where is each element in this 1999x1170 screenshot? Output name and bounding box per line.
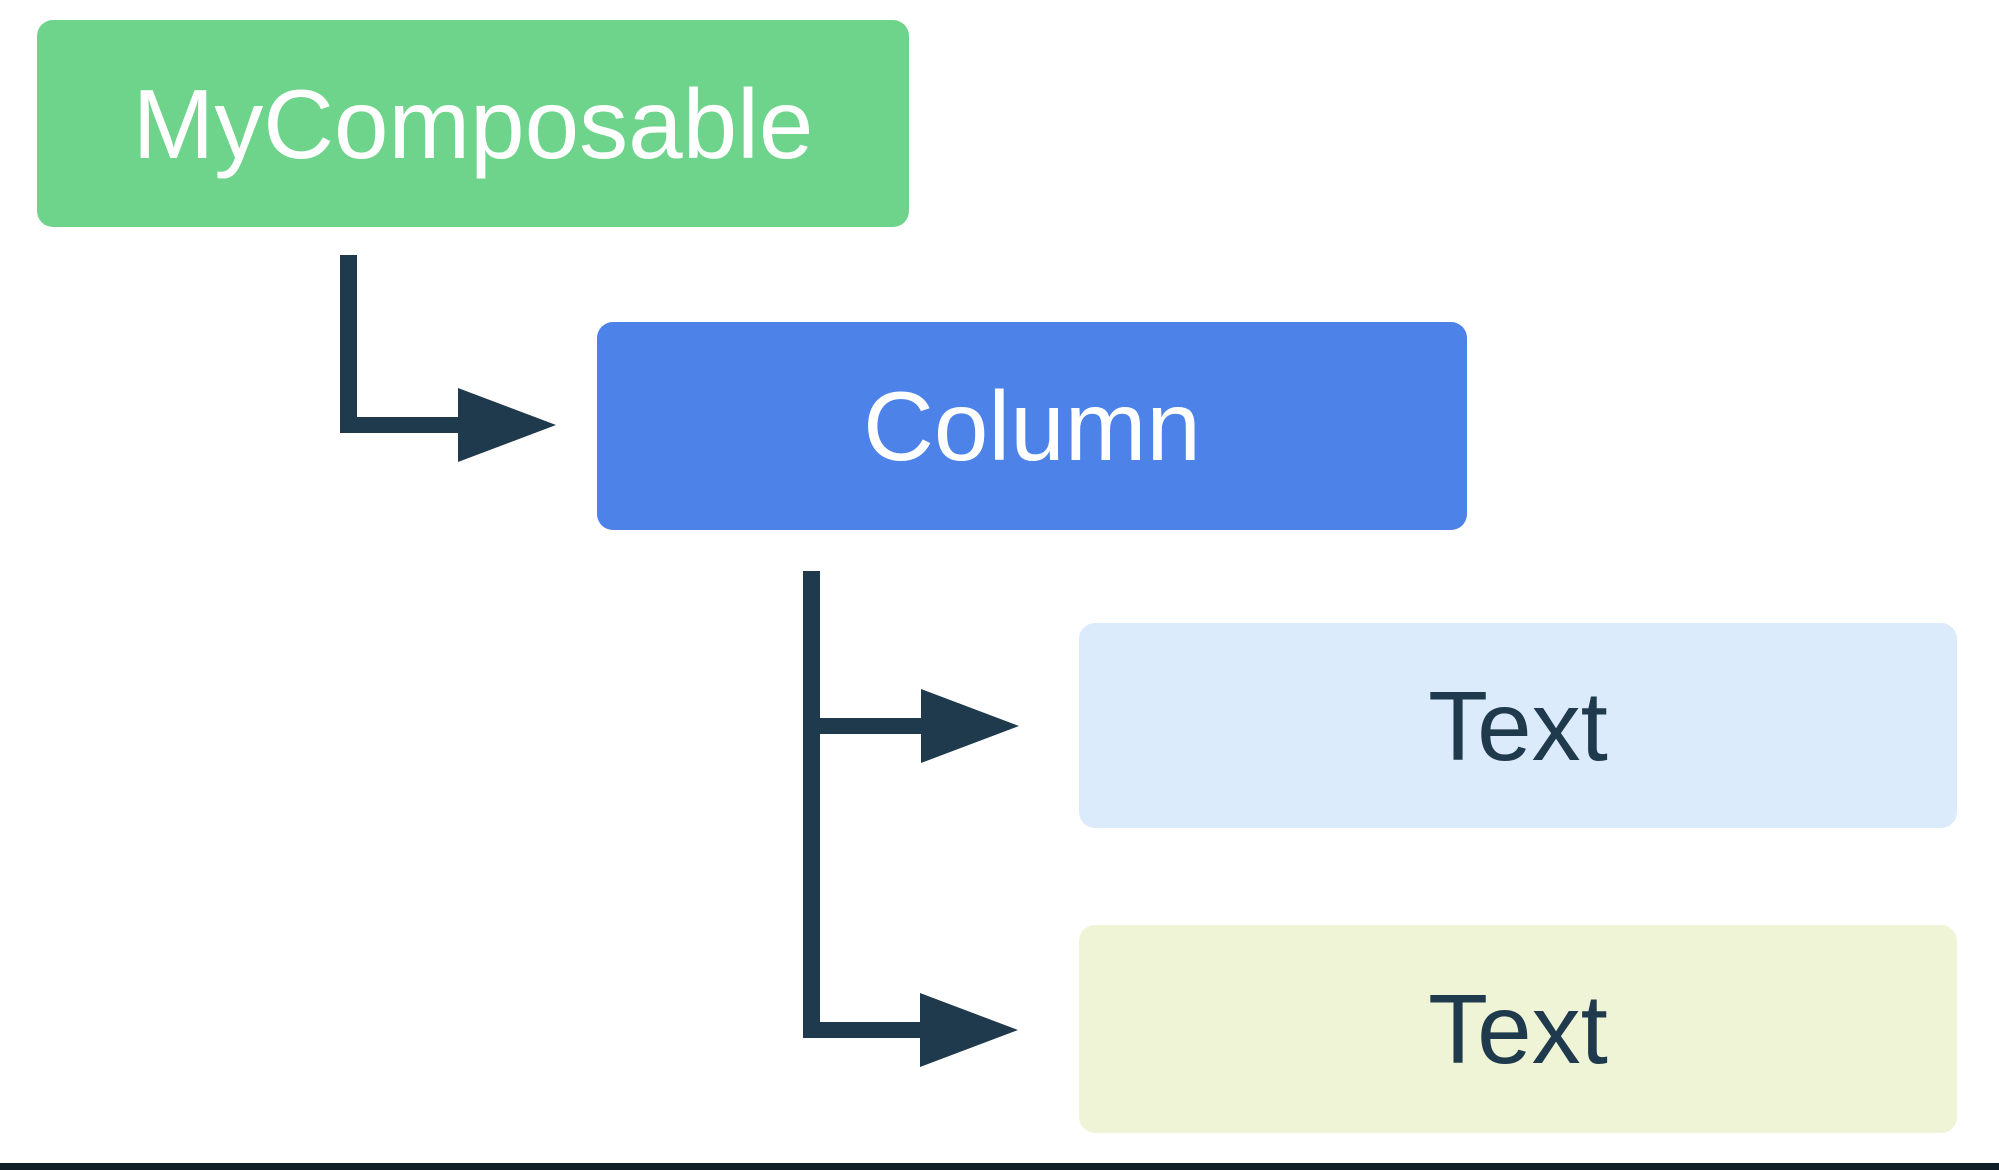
- connector-root-to-column-horizontal: [340, 417, 458, 433]
- connector-root-to-column-vertical: [340, 255, 357, 433]
- node-column-label: Column: [863, 371, 1201, 481]
- node-text-second-label: Text: [1428, 974, 1608, 1084]
- arrowhead-to-text-first-icon: [921, 689, 1019, 763]
- arrowhead-to-text-second-icon: [920, 993, 1018, 1067]
- connector-column-trunk-vertical: [803, 571, 820, 1038]
- node-text-second: Text: [1079, 925, 1957, 1133]
- node-text-first: Text: [1079, 623, 1957, 828]
- bottom-edge-divider: [0, 1163, 1999, 1170]
- node-mycomposable-label: MyComposable: [132, 68, 814, 179]
- connector-column-to-text-first-horizontal: [803, 718, 921, 734]
- node-mycomposable: MyComposable: [37, 20, 909, 227]
- arrowhead-to-column-icon: [458, 388, 556, 462]
- node-column: Column: [597, 322, 1467, 530]
- node-text-first-label: Text: [1428, 670, 1608, 781]
- connector-column-to-text-second-horizontal: [803, 1022, 920, 1038]
